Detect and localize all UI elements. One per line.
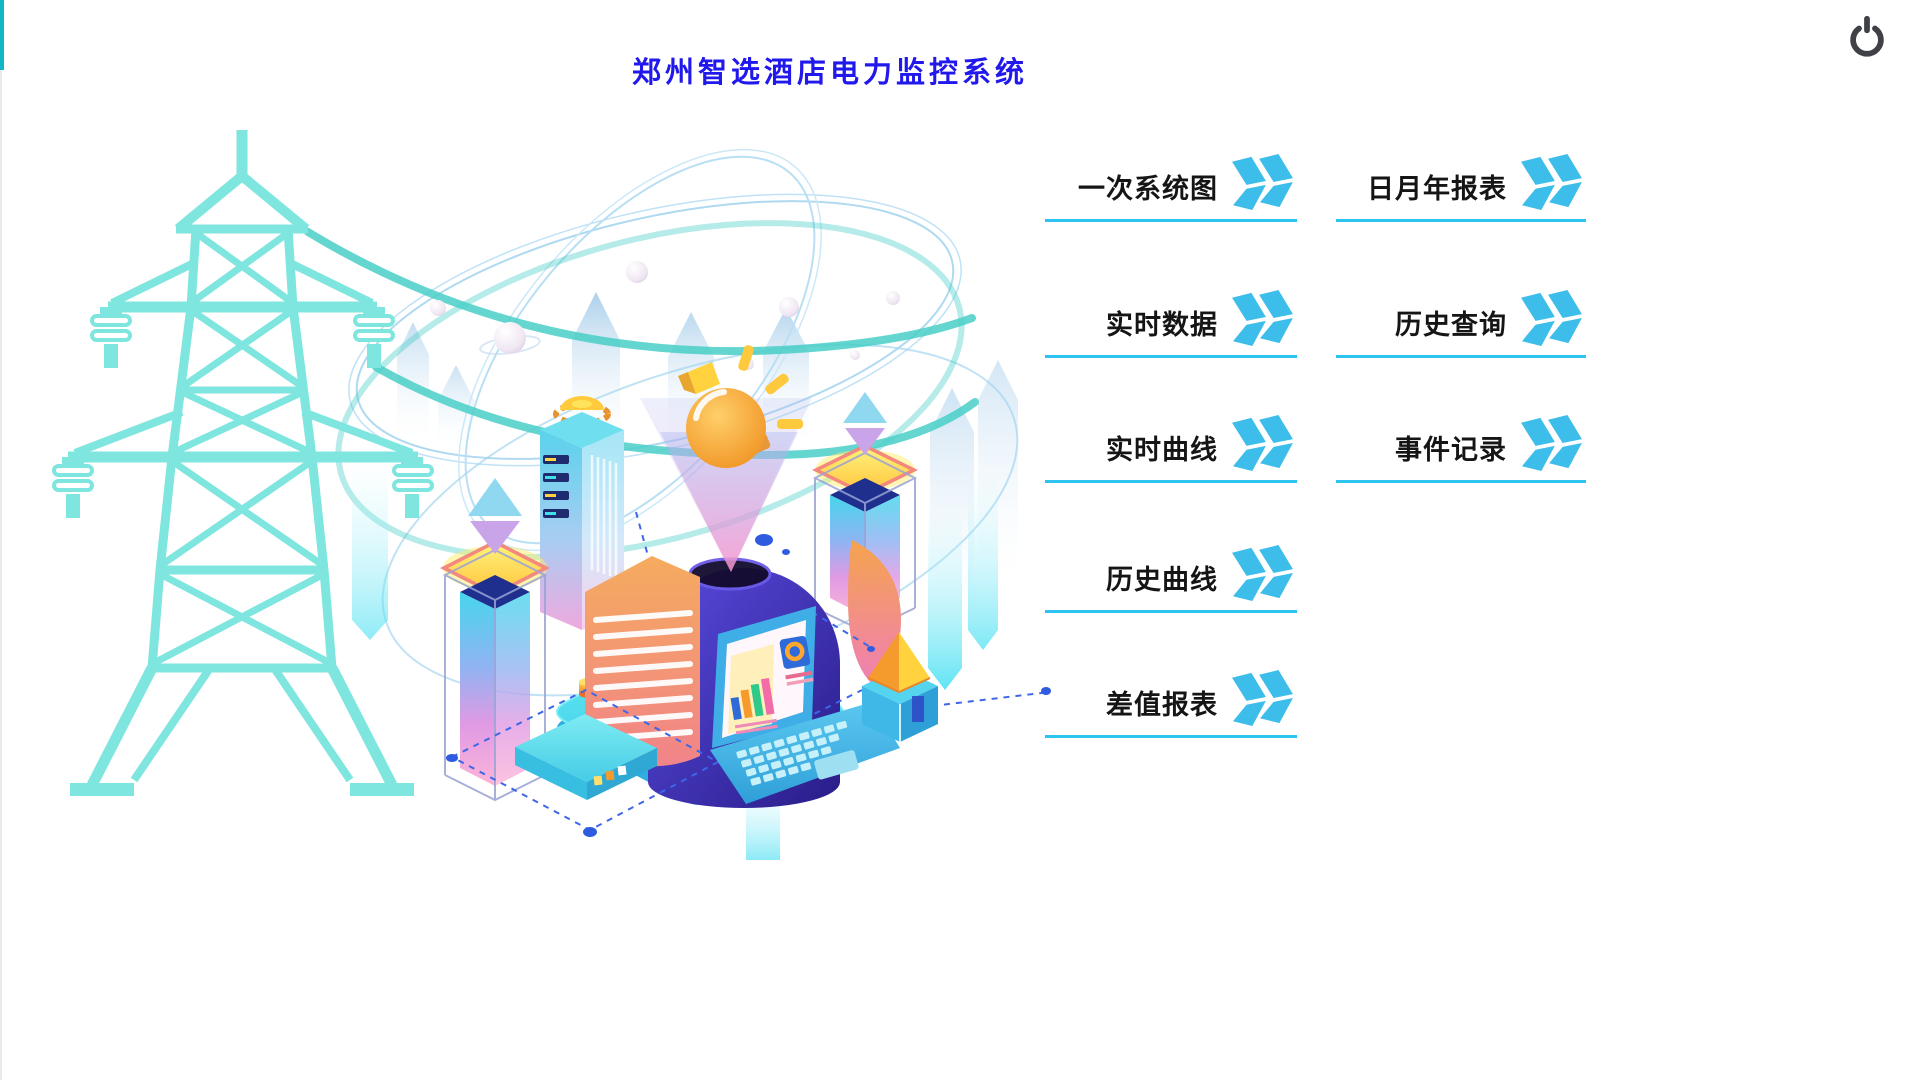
menu-item-label: 一次系统图: [1078, 174, 1218, 205]
menu-item-daily-monthly-yearly-report[interactable]: 日月年报表: [1336, 132, 1586, 222]
page-title: 郑州智选酒店电力监控系统: [631, 57, 1028, 90]
left-edge-accent: [0, 0, 4, 70]
menu-item-label: 事件记录: [1395, 435, 1507, 466]
menu-item-label: 实时曲线: [1106, 435, 1218, 466]
hero-illustration: [52, 130, 1051, 860]
building-windows: [590, 455, 618, 578]
smart-city-illustration: [440, 345, 1051, 860]
orbit-pearls: [430, 261, 900, 370]
lightbulb-icon: [678, 345, 803, 468]
router-illustration: [515, 714, 657, 800]
menu-item-label: 差值报表: [1106, 690, 1218, 721]
light-columns: [352, 452, 998, 690]
menu-item-realtime-data[interactable]: 实时数据: [1045, 268, 1297, 358]
double-chevron-icon: [1232, 414, 1293, 472]
power-button[interactable]: [1838, 6, 1896, 64]
crystal-tower-left: [440, 478, 550, 802]
menu-item-primary-system-diagram[interactable]: 一次系统图: [1045, 132, 1297, 222]
menu-item-difference-report[interactable]: 差值报表: [1045, 648, 1297, 738]
double-chevron-icon: [1232, 153, 1293, 211]
curved-ribbon: [848, 540, 901, 684]
power-icon: [1850, 15, 1884, 57]
laptop-illustration: [710, 606, 900, 804]
double-chevron-icon: [1521, 153, 1582, 211]
menu-item-label: 实时数据: [1106, 310, 1218, 341]
menu-item-history-curve[interactable]: 历史曲线: [1045, 523, 1297, 613]
double-chevron-icon: [1232, 544, 1293, 602]
menu-item-history-query[interactable]: 历史查询: [1336, 268, 1586, 358]
crystal-diamond: [843, 392, 887, 423]
cube-pyramid-illustration: [862, 632, 938, 742]
transmission-tower-illustration: [52, 130, 434, 796]
laptop-trackpad: [814, 750, 859, 780]
tower-feet: [70, 783, 414, 796]
tower-wireframe: [442, 548, 548, 802]
menu-item-label: 历史查询: [1395, 310, 1507, 341]
double-chevron-icon: [1521, 289, 1582, 347]
double-chevron-icon: [1232, 669, 1293, 727]
left-edge-line: [0, 70, 2, 1080]
screen-bar-chart: [730, 678, 778, 735]
screen-donut-tile: [779, 635, 814, 686]
double-chevron-icon: [1232, 289, 1293, 347]
building-window-strips: [543, 455, 569, 518]
tower-insulator-discs: [52, 314, 434, 492]
laptop-keyboard: [736, 720, 859, 786]
menu-item-event-record[interactable]: 事件记录: [1336, 393, 1586, 483]
menu-item-label: 历史曲线: [1106, 565, 1218, 596]
double-chevron-icon: [1521, 414, 1582, 472]
menu-item-label: 日月年报表: [1367, 174, 1507, 205]
striped-wall: [585, 556, 700, 767]
platform-pillar: [746, 795, 780, 860]
menu-item-realtime-curve[interactable]: 实时曲线: [1045, 393, 1297, 483]
crystal-diamond: [468, 478, 522, 516]
